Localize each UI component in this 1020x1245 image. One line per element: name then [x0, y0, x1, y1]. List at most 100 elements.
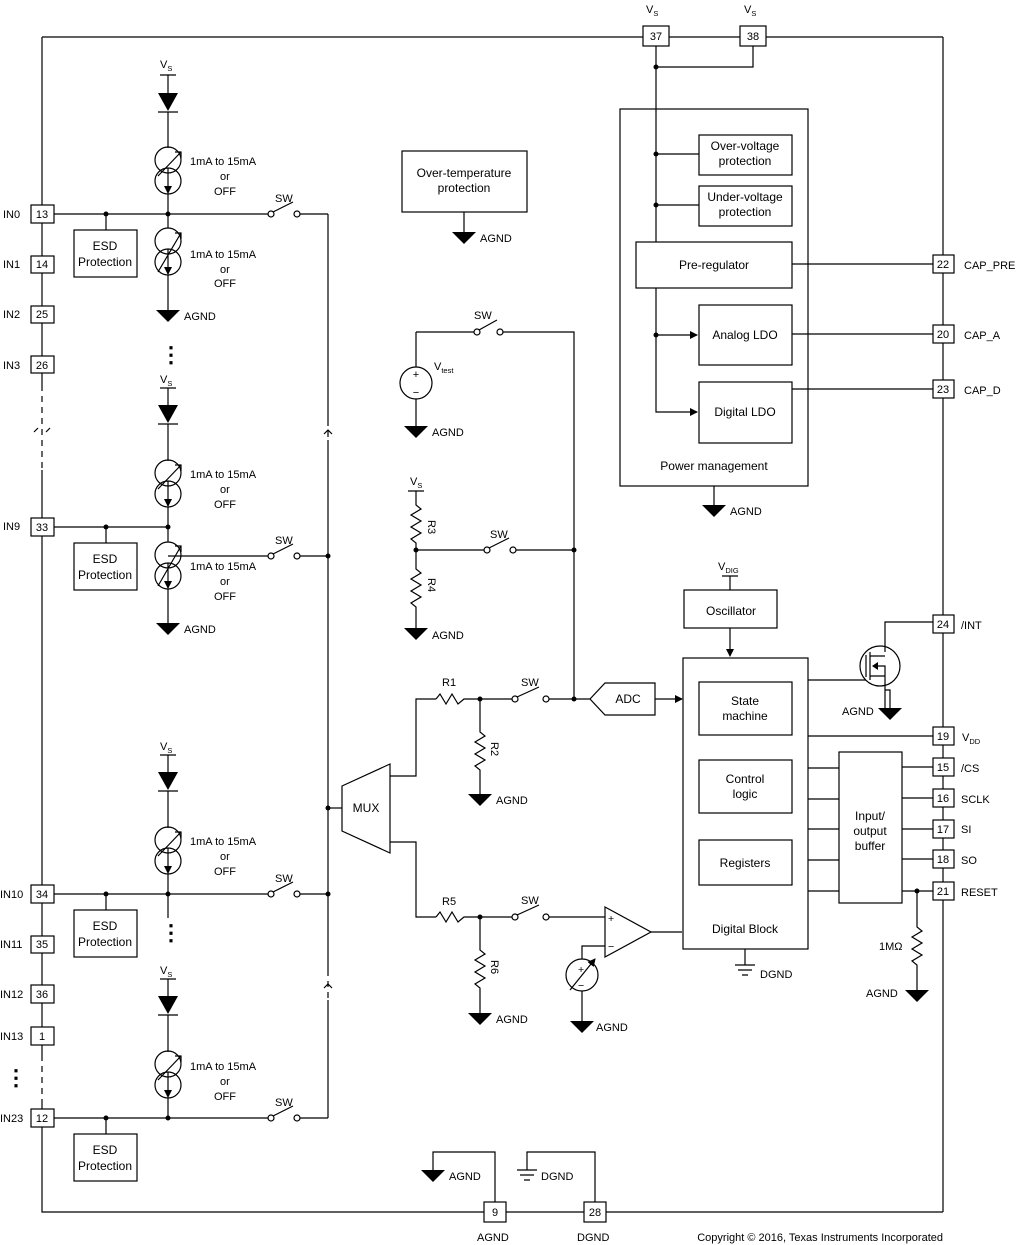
svg-text:37: 37 — [650, 31, 662, 43]
svg-text:14: 14 — [36, 259, 48, 271]
svg-text:Over-voltage: Over-voltage — [711, 139, 780, 153]
svg-text:36: 36 — [36, 989, 48, 1001]
svg-text:21: 21 — [937, 886, 949, 898]
svg-text:Pre-regulator: Pre-regulator — [679, 258, 749, 272]
svg-text:ESD: ESD — [93, 239, 118, 253]
svg-text:/CS: /CS — [961, 763, 979, 775]
copyright-text: Copyright © 2016, Texas Instruments Inco… — [697, 1232, 943, 1244]
svg-text:ESD: ESD — [93, 552, 118, 566]
svg-text:SCLK: SCLK — [961, 794, 990, 806]
adc: ADC — [589, 682, 683, 716]
svg-text:/INT: /INT — [961, 620, 982, 632]
svg-text:VDIG: VDIG — [718, 561, 739, 575]
svg-text:13: 13 — [36, 209, 48, 221]
dots-channels-1: ⋮ — [160, 342, 182, 367]
svg-text:AGND: AGND — [866, 988, 898, 1000]
svg-text:SW: SW — [275, 535, 293, 547]
svg-text:IN1: IN1 — [3, 259, 20, 271]
svg-text:Under-voltage: Under-voltage — [707, 190, 783, 204]
svg-text:AGND: AGND — [184, 624, 216, 636]
svg-text:33: 33 — [36, 522, 48, 534]
svg-text:DGND: DGND — [760, 969, 792, 981]
pin-cap-a: 20 CAP_A — [932, 324, 1001, 344]
svg-text:ESD: ESD — [93, 1143, 118, 1157]
svg-text:AGND: AGND — [477, 1232, 509, 1244]
r1-r2-branch: R1 R2 AGND SW — [435, 677, 590, 807]
svg-text:SW: SW — [474, 310, 492, 322]
svg-text:machine: machine — [722, 709, 768, 723]
svg-text:IN9: IN9 — [3, 521, 20, 533]
svg-text:CAP_D: CAP_D — [964, 385, 1001, 397]
svg-text:35: 35 — [36, 939, 48, 951]
input-channel-in9: VS 1mA to 15mA or OFF AGND 1mA to 15mA o… — [54, 374, 328, 636]
svg-text:Over-temperature: Over-temperature — [417, 166, 512, 180]
svg-text:VS: VS — [160, 741, 172, 755]
svg-text:protection: protection — [719, 154, 772, 168]
pin-in13: 1 IN13 — [0, 1026, 55, 1046]
svg-text:1mA to 15mA: 1mA to 15mA — [190, 836, 257, 848]
svg-text:IN13: IN13 — [0, 1031, 23, 1043]
svg-text:Registers: Registers — [720, 856, 771, 870]
svg-text:19: 19 — [937, 731, 949, 743]
comparator: + − + − AGND — [565, 905, 682, 1034]
svg-text:25: 25 — [36, 309, 48, 321]
svg-text:output: output — [853, 824, 887, 838]
svg-text:+: + — [413, 369, 419, 381]
svg-text:AGND: AGND — [432, 630, 464, 642]
svg-text:AGND: AGND — [480, 233, 512, 245]
svg-text:Input/: Input/ — [855, 809, 886, 823]
svg-text:or: or — [220, 171, 230, 183]
svg-text:20: 20 — [937, 329, 949, 341]
svg-text:VS: VS — [646, 4, 658, 18]
svg-text:AGND: AGND — [842, 706, 874, 718]
svg-text:1mA to 15mA: 1mA to 15mA — [190, 1061, 257, 1073]
svg-text:RESET: RESET — [961, 887, 998, 899]
power-management: Over-voltage protection Under-voltage pr… — [619, 46, 933, 518]
pin-in1: 14 IN1 — [3, 255, 55, 274]
svg-text:Control: Control — [726, 772, 765, 786]
svg-text:AGND: AGND — [449, 1171, 481, 1183]
svg-text:24: 24 — [937, 619, 949, 631]
svg-text:Protection: Protection — [78, 935, 132, 949]
svg-text:AGND: AGND — [596, 1022, 628, 1034]
svg-text:or: or — [220, 484, 230, 496]
dots-channels-2: ⋮ — [160, 920, 182, 945]
dots-pins: ⋮ — [5, 1065, 27, 1090]
svg-text:12: 12 — [36, 1113, 48, 1125]
device-outline — [33, 36, 944, 1213]
svg-text:CAP_A: CAP_A — [964, 330, 1001, 342]
svg-text:+: + — [608, 913, 614, 925]
svg-text:DGND: DGND — [541, 1171, 573, 1183]
svg-text:Analog LDO: Analog LDO — [712, 328, 777, 342]
svg-text:−: − — [578, 980, 584, 992]
svg-text:SW: SW — [521, 677, 539, 689]
svg-text:AGND: AGND — [496, 1014, 528, 1026]
svg-text:protection: protection — [438, 181, 491, 195]
svg-text:SW: SW — [275, 1097, 293, 1109]
svg-text:−: − — [608, 941, 614, 953]
svg-text:1mA to 15mA: 1mA to 15mA — [190, 561, 257, 573]
r3-r4-divider: VS R3 R4 SW AGND — [404, 476, 577, 642]
svg-text:buffer: buffer — [855, 839, 885, 853]
svg-text:OFF: OFF — [214, 186, 236, 198]
input-channel-in23: VS 1mA to 15mA or OFF ESD Protection SW — [54, 965, 328, 1182]
svg-text:R6: R6 — [488, 960, 500, 974]
svg-text:ESD: ESD — [93, 919, 118, 933]
svg-text:CAP_PRE: CAP_PRE — [964, 260, 1015, 272]
svg-text:logic: logic — [733, 787, 758, 801]
svg-text:1: 1 — [39, 1031, 45, 1043]
svg-text:R5: R5 — [442, 896, 456, 908]
svg-text:SO: SO — [961, 855, 977, 867]
int-output-transistor: AGND — [808, 621, 933, 720]
svg-text:34: 34 — [36, 889, 48, 901]
r5-r6-branch: R5 R6 AGND SW — [435, 895, 605, 1026]
